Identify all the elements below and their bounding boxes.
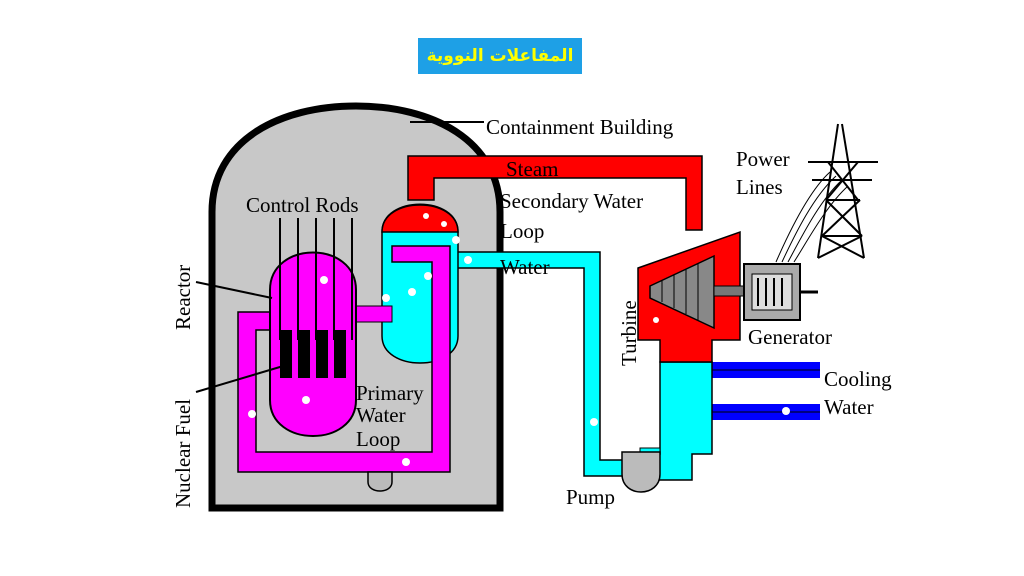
label-power: Power bbox=[736, 147, 790, 171]
label-secondary-water: Secondary Water bbox=[500, 189, 643, 213]
label-steam: Steam bbox=[506, 157, 559, 181]
label-cooling: Cooling bbox=[824, 367, 892, 391]
bubbles bbox=[248, 213, 790, 466]
label-lines: Lines bbox=[736, 175, 783, 199]
label-containment-building: Containment Building bbox=[486, 115, 674, 139]
label-nuclear-fuel: Nuclear Fuel bbox=[171, 399, 195, 508]
reactor-leader bbox=[195, 281, 273, 299]
label-turbine: Turbine bbox=[617, 300, 641, 366]
steam-pipe bbox=[407, 155, 703, 231]
control-rods bbox=[279, 218, 353, 340]
label-generator: Generator bbox=[748, 325, 832, 349]
label-water: Water bbox=[500, 255, 550, 279]
label-primary-water: Water bbox=[356, 403, 406, 427]
label-secondary-loop: Loop bbox=[500, 219, 544, 243]
generator bbox=[743, 263, 818, 321]
fuel-leader bbox=[195, 363, 291, 393]
label-reactor: Reactor bbox=[171, 265, 195, 330]
secondary-pump bbox=[621, 451, 661, 493]
label-cooling-water: Water bbox=[824, 395, 874, 419]
primary-pump bbox=[367, 471, 393, 492]
label-primary: Primary bbox=[356, 381, 424, 405]
label-primary-loop: Loop bbox=[356, 427, 400, 451]
label-pump: Pump bbox=[566, 485, 615, 509]
page-title: المفاعلات النووية bbox=[418, 38, 582, 74]
power-tower bbox=[808, 123, 878, 259]
label-control-rods: Control Rods bbox=[246, 193, 359, 217]
nuclear-fuel bbox=[280, 330, 346, 378]
